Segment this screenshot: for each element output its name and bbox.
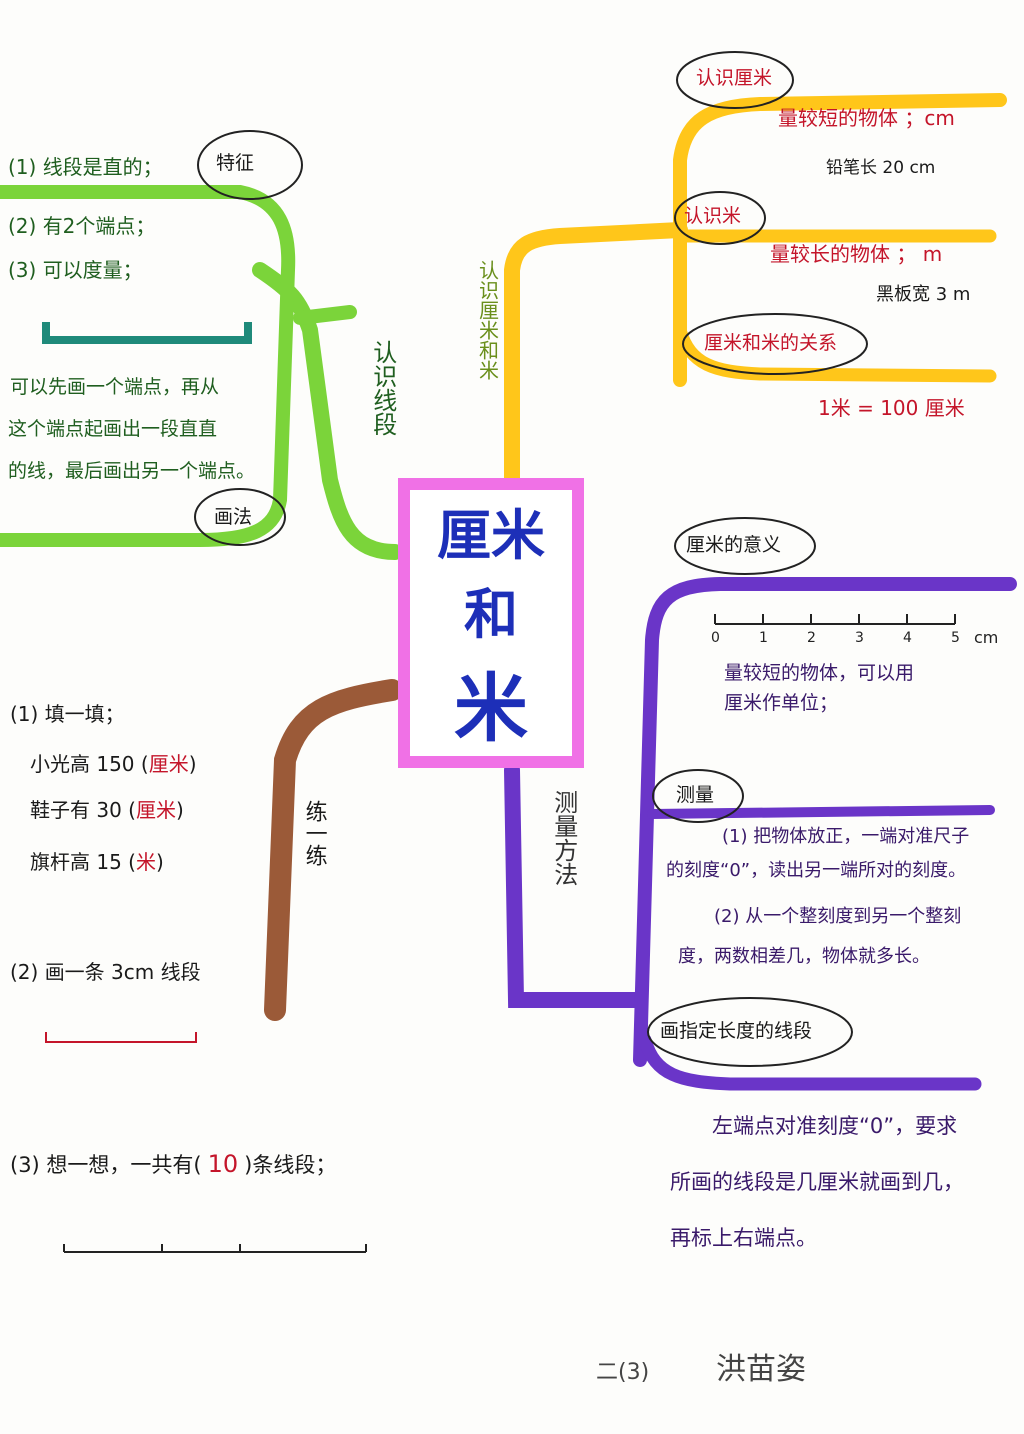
center-topic-box: 厘米 和 米 (398, 478, 584, 768)
purple-branch-title: 测量方法 (549, 790, 578, 886)
q1-item-2: 鞋子有 30 (厘米) (30, 798, 184, 822)
signature-name: 洪苗姿 (716, 1352, 806, 1387)
signature-class: 二(3) (596, 1360, 650, 1385)
cloud-m-label: 认识米 (684, 205, 742, 227)
ruler-label-2: 2 (807, 630, 816, 646)
cloud-meaning-label: 厘米的意义 (686, 534, 782, 556)
yellow-branch-title: 认识厘米和米 (475, 260, 500, 380)
m-text: 量较长的物体 ； m (770, 242, 943, 266)
cloud-meaning (674, 517, 816, 575)
m-example: 黑板宽 3 m (876, 284, 971, 305)
ruler-label-3: 3 (855, 630, 864, 646)
cloud-cm (676, 51, 794, 109)
ruler-label-0: 0 (711, 630, 720, 646)
center-title-line1: 厘米 (437, 503, 545, 567)
measure-text-2: 的刻度“0”，读出另一端所对的刻度。 (666, 860, 967, 881)
cloud-features-label: 特征 (216, 152, 255, 174)
draw-text-1: 左端点对准刻度“0”，要求 (712, 1114, 958, 1138)
purple-branch-mid (647, 805, 995, 819)
q3-answer: 10 (207, 1150, 239, 1178)
three-cm-segment (45, 1032, 197, 1043)
drawing-text-3: 的线，最后画出另一个端点。 (8, 460, 256, 482)
drawing-text-2: 这个端点起画出一段直直 (8, 418, 218, 440)
q1-item-3: 旗杆高 15 (米) (30, 850, 164, 874)
q3: (3) 想一想，一共有(10)条线段； (10, 1150, 337, 1178)
relation-text: 1米 = 100 厘米 (818, 396, 965, 420)
green-branch-title: 认识线段 (368, 340, 397, 436)
cloud-measure-label: 测量 (676, 784, 715, 806)
feature-2: (2) 有2个端点； (8, 214, 156, 238)
cloud-drawing (194, 488, 286, 546)
ruler-label-1: 1 (759, 630, 768, 646)
cloud-relation-label: 厘米和米的关系 (704, 332, 838, 354)
brown-branch (264, 679, 403, 1021)
cloud-relation (682, 313, 868, 375)
ruler-label-5: 5 (951, 630, 960, 646)
cm-example: 铅笔长 20 cm (826, 158, 936, 178)
draw-text-3: 再标上右端点。 (670, 1226, 817, 1250)
feature-3: (3) 可以度量； (8, 258, 143, 282)
purple-branch-spine (633, 577, 1017, 1067)
draw-text-2: 所画的线段是几厘米就画到几， (670, 1170, 964, 1194)
cloud-draw (647, 997, 853, 1067)
cloud-draw-label: 画指定长度的线段 (660, 1020, 813, 1042)
cloud-cm-label: 认识厘米 (696, 67, 773, 89)
q2: (2) 画一条 3cm 线段 (10, 960, 201, 984)
ruler-unit: cm (974, 628, 999, 647)
cloud-drawing-label: 画法 (214, 506, 253, 528)
q1-answer-1: 厘米 (148, 752, 189, 776)
cloud-m (674, 191, 766, 245)
brown-branch-title: 练一练 (301, 800, 327, 866)
meaning-text-2: 厘米作单位； (724, 692, 839, 714)
measure-text-3: (2) 从一个整刻度到另一个整刻 (714, 906, 962, 927)
q1-answer-2: 厘米 (135, 798, 176, 822)
yellow-branch-spine (673, 93, 1007, 387)
q1-item-1: 小光高 150 (厘米) (30, 752, 197, 776)
green-branch-top (0, 185, 296, 547)
drawing-text-1: 可以先画一个端点，再从 (10, 376, 220, 398)
purple-branch-main (504, 762, 648, 1008)
cloud-measure (652, 769, 744, 823)
ruler-label-4: 4 (903, 630, 912, 646)
center-title-line3: 米 (454, 665, 528, 752)
q1-answer-3: 米 (135, 850, 156, 874)
center-title-line2: 和 (464, 582, 518, 646)
green-branch-link (293, 305, 357, 325)
drawn-segment-example (42, 322, 252, 344)
feature-1: (1) 线段是直的； (8, 155, 163, 179)
purple-branch-low (638, 1033, 982, 1091)
yellow-branch-main (504, 222, 688, 486)
cm-text: 量较短的物体 ；cm (778, 106, 955, 130)
q1: (1) 填一填； (10, 702, 125, 726)
cloud-features (197, 130, 303, 200)
measure-text-4: 度，两数相差几，物体就多长。 (678, 946, 930, 967)
meaning-text-1: 量较短的物体，可以用 (724, 662, 915, 684)
measure-text-1: (1) 把物体放正，一端对准尺子 (722, 826, 970, 847)
